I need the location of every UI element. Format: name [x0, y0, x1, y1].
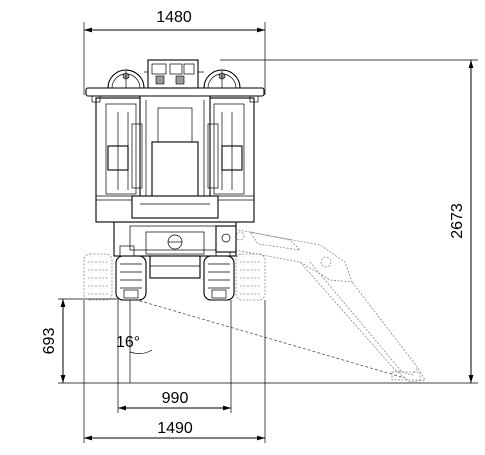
dimension-top-width: 1480: [83, 9, 266, 95]
dimension-label-ground-clearance: 693: [41, 328, 58, 355]
dimension-track-inner: 990: [117, 300, 232, 413]
cable-reel-right: [203, 69, 241, 89]
dimension-label-track-outer: 1490: [157, 420, 193, 437]
dimension-height: 2673: [220, 59, 478, 384]
dimension-ground-clearance: 693: [41, 298, 410, 384]
track-left: [115, 255, 147, 301]
cable-reel-left: [107, 69, 145, 89]
mast: [131, 93, 219, 219]
dimension-label-track-inner: 990: [162, 390, 189, 407]
track-right: [203, 255, 235, 301]
track-outline-right: [235, 253, 266, 301]
boom-base: [215, 225, 237, 253]
dimension-label-top-width: 1480: [156, 9, 192, 26]
control-unit: [144, 59, 204, 89]
dimension-angle: 16°: [116, 297, 406, 383]
dimension-label-angle: 16°: [116, 334, 140, 351]
dimension-label-height: 2673: [449, 203, 466, 239]
boom-outline: [227, 227, 426, 383]
track-outline-left: [83, 253, 113, 301]
dimension-track-outer: 1490: [83, 300, 266, 443]
